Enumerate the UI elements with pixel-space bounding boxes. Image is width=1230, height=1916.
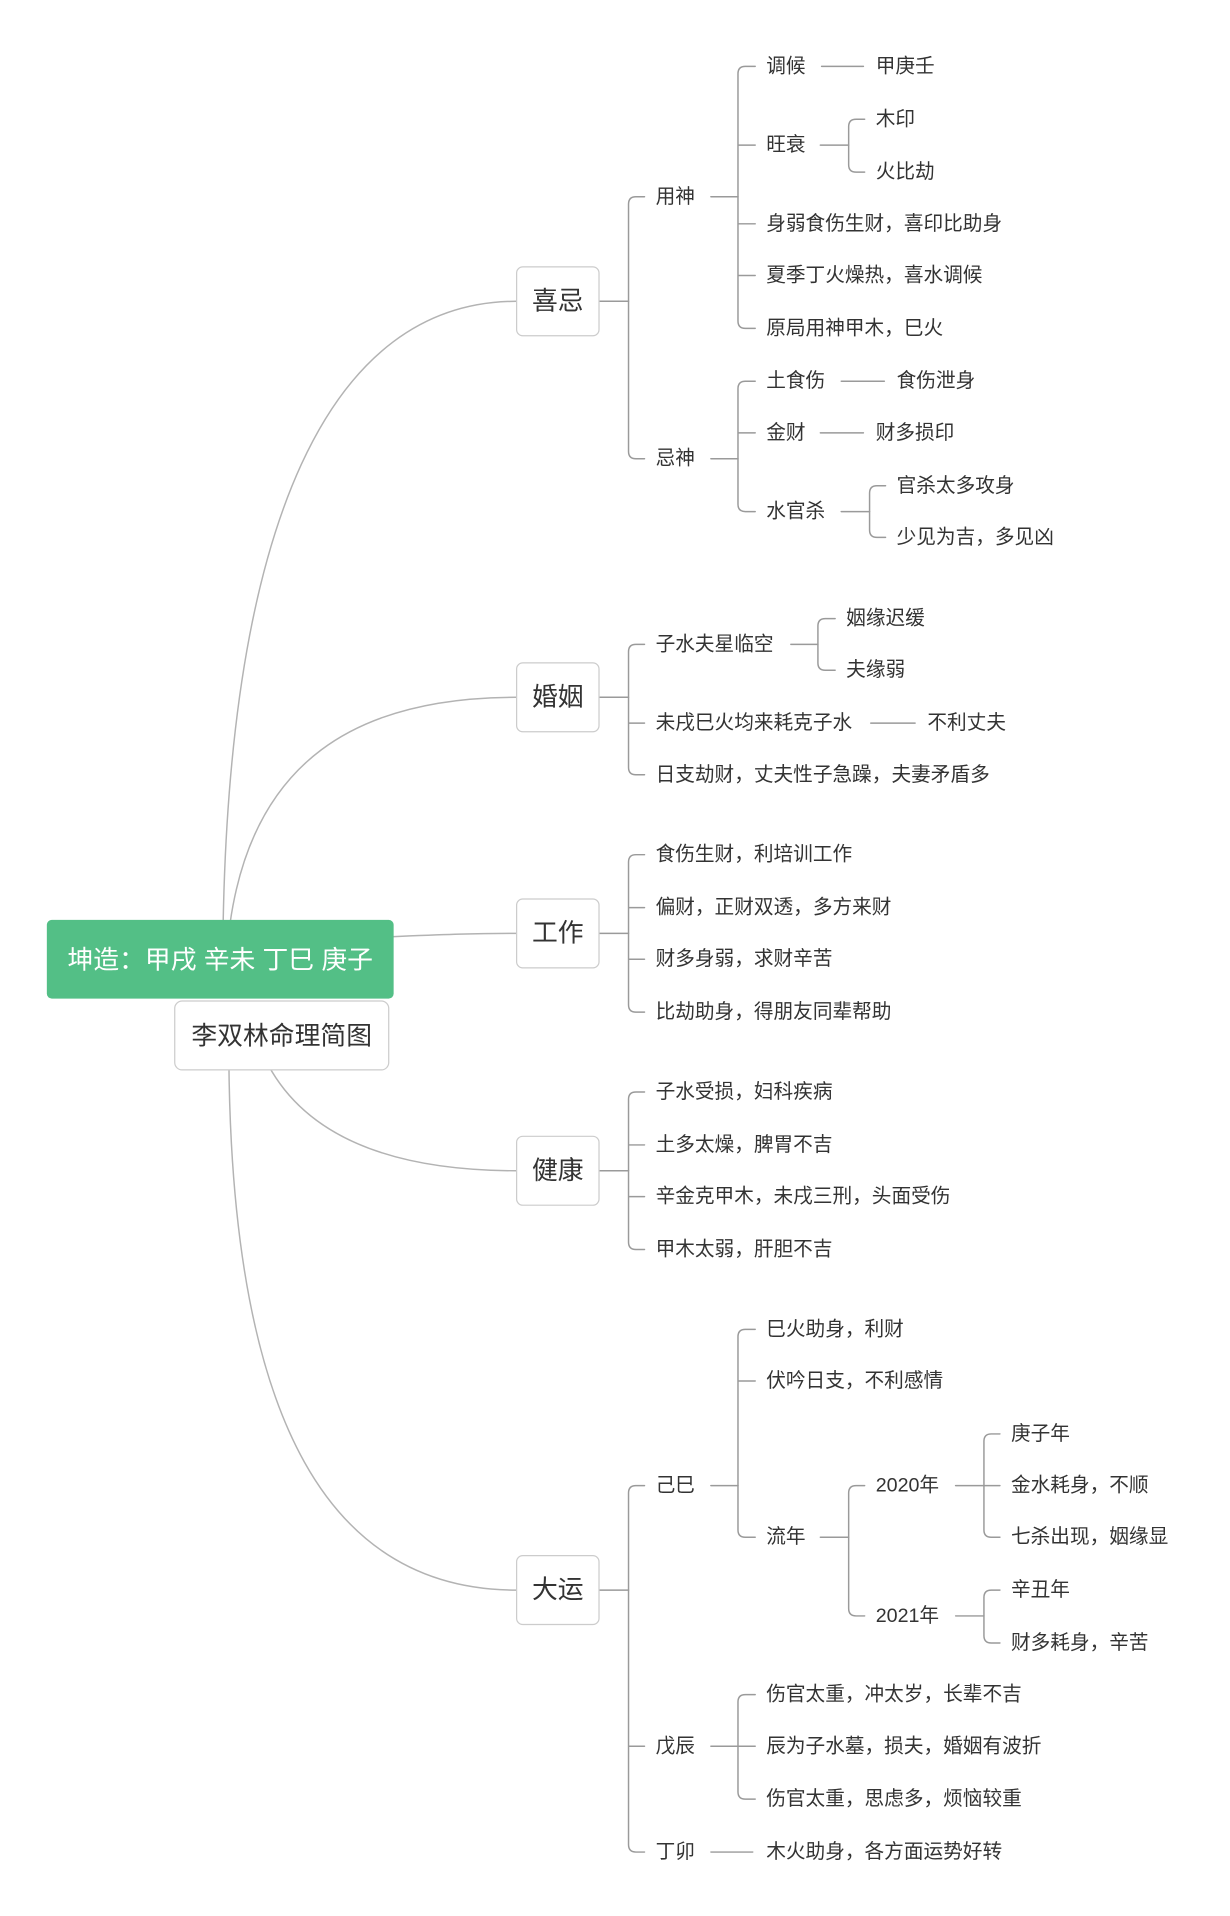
leaf-topic: 七杀出现，姻缘显 xyxy=(1011,1526,1168,1548)
leaf-topic: 木火助身，各方面运势好转 xyxy=(766,1841,1002,1863)
leaf-topic: 官杀太多攻身 xyxy=(897,475,1015,497)
branch-box xyxy=(516,1135,600,1206)
subtree-hunyin: 子水夫星临空 姻缘迟缓 夫缘弱 未戌巳火均来耗克子水 不利丈夫 日支劫财，丈夫性… xyxy=(656,608,1007,786)
leaf-topic: 夫缘弱 xyxy=(846,659,905,681)
leaf-topic: 不利丈夫 xyxy=(927,712,1006,734)
branch-box xyxy=(516,662,600,733)
subtopic-fuxing: 子水夫星临空 xyxy=(656,633,774,655)
bracket-line xyxy=(737,1328,756,1538)
leaf-topic: 甲庚壬 xyxy=(876,55,935,77)
branch-box xyxy=(516,1555,600,1626)
leaf-topic: 身弱食伤生财，喜印比助身 xyxy=(766,213,1002,235)
root-label: 坤造：甲戌 辛未 丁巳 庚子 xyxy=(68,945,373,974)
leaf-topic: 食伤生财，利培训工作 xyxy=(656,844,853,866)
branch-label: 婚姻 xyxy=(532,682,584,711)
leaf-topic: 伤官太重，冲太岁，长辈不吉 xyxy=(766,1684,1022,1706)
subtopic-haoke: 未戌巳火均来耗克子水 xyxy=(656,712,853,734)
leaf-topic: 火比劫 xyxy=(876,161,935,183)
leaf-topic: 原局用神甲木，巳火 xyxy=(766,317,943,339)
leaf-topic: 子水受损，妇科疾病 xyxy=(656,1081,833,1103)
branch-box xyxy=(516,898,600,969)
branch-dayun: 大运 xyxy=(516,1555,600,1626)
subtopic-jishen: 忌神 xyxy=(656,448,695,470)
bracket-line xyxy=(737,1693,756,1800)
subtopic-jincai: 金财 xyxy=(766,422,805,444)
branch-label: 喜忌 xyxy=(532,286,584,315)
subtopic-dingmao: 丁卯 xyxy=(656,1841,695,1863)
bracket-line xyxy=(847,118,866,173)
leaf-topic: 土多太燥，脾胃不吉 xyxy=(656,1134,833,1156)
bracket-line xyxy=(627,1484,646,1853)
subtree-dayun: 己巳 巳火助身，利财 伏吟日支，不利感情 流年 2020年 庚子年 金水耗身，不… xyxy=(656,1318,1169,1863)
leaf-topic: 木印 xyxy=(876,108,915,130)
subtitle-label: 李双林命理简图 xyxy=(191,1022,372,1051)
subtitle-box xyxy=(174,1000,390,1071)
leaf-topic: 比劫助身，得朋友同辈帮助 xyxy=(656,1001,892,1023)
subtopic-jisi: 己巳 xyxy=(656,1475,695,1497)
subtopic-liunian: 流年 xyxy=(766,1526,805,1548)
subtopic-shuiguansha: 水官杀 xyxy=(766,501,825,523)
connector-curve-jiankang xyxy=(267,1064,517,1172)
subtree-gongzuo: 食伤生财，利培训工作 偏财，正财双透，多方来财 财多身弱，求财辛苦 比劫助身，得… xyxy=(656,844,892,1023)
bracket-line xyxy=(983,1589,1001,1644)
leaf-topic: 姻缘迟缓 xyxy=(846,608,925,630)
connector-curve-gongzuo xyxy=(381,932,517,938)
tree-connectors xyxy=(598,65,1001,1853)
branch-xiji: 喜忌 xyxy=(516,266,600,337)
bracket-line xyxy=(627,1091,646,1251)
leaf-topic: 庚子年 xyxy=(1011,1423,1070,1445)
bracket-line xyxy=(983,1433,1001,1538)
branch-gongzuo: 工作 xyxy=(516,898,600,969)
leaf-topic: 辛金克甲木，未戌三刑，头面受伤 xyxy=(656,1186,951,1208)
bracket-line xyxy=(627,643,646,776)
leaf-topic: 财多耗身，辛苦 xyxy=(1011,1632,1149,1654)
subtitle-topic: 李双林命理简图 xyxy=(174,1000,390,1071)
root-box xyxy=(46,919,394,999)
leaf-topic: 甲木太弱，肝胆不吉 xyxy=(656,1238,833,1260)
connector-curve-dayun xyxy=(228,1057,517,1591)
subtopic-tiaohou: 调候 xyxy=(766,55,806,77)
bracket-line xyxy=(868,485,887,539)
leaf-topic: 伤官太重，思虑多，烦恼较重 xyxy=(766,1788,1022,1810)
connector-curve-xiji xyxy=(221,300,517,960)
branch-box xyxy=(516,266,600,337)
subtopic-tushishang: 土食伤 xyxy=(766,370,825,392)
leaf-topic: 少见为吉，多见凶 xyxy=(897,526,1054,548)
branch-jiankang: 健康 xyxy=(516,1135,600,1206)
leaf-topic: 夏季丁火燥热，喜水调候 xyxy=(766,264,983,286)
leaf-topic: 日支劫财，丈夫性子急躁，夫妻矛盾多 xyxy=(656,764,990,786)
subtree-xiji: 用神 调候 甲庚壬 旺衰 木印 火比劫 身弱食伤生财，喜印比助身 夏季丁火燥热，… xyxy=(656,55,1054,548)
root-connectors xyxy=(221,300,517,1591)
subtopic-year-2020: 2020年 xyxy=(876,1475,939,1497)
leaf-topic: 财多身弱，求财辛苦 xyxy=(656,948,833,970)
branch-label: 工作 xyxy=(532,918,584,947)
subtopic-yongshen: 用神 xyxy=(656,186,695,208)
bracket-line xyxy=(627,196,646,460)
branch-label: 大运 xyxy=(532,1575,584,1604)
leaf-topic: 辰为子水墓，损夫，婚姻有波折 xyxy=(766,1735,1041,1757)
branch-hunyin: 婚姻 xyxy=(516,662,600,733)
branch-label: 健康 xyxy=(532,1156,584,1185)
root-topic: 坤造：甲戌 辛未 丁巳 庚子 xyxy=(46,919,394,999)
subtree-jiankang: 子水受损，妇科疾病 土多太燥，脾胃不吉 辛金克甲木，未戌三刑，头面受伤 甲木太弱… xyxy=(656,1081,951,1260)
subtopic-wangshuai: 旺衰 xyxy=(766,134,805,156)
subtopic-wuchen: 戊辰 xyxy=(656,1735,695,1757)
leaf-topic: 偏财，正财双透，多方来财 xyxy=(656,897,892,919)
leaf-topic: 食伤泄身 xyxy=(897,370,976,392)
leaf-topic: 巳火助身，利财 xyxy=(766,1318,904,1340)
bracket-line xyxy=(737,65,756,330)
leaf-topic: 金水耗身，不顺 xyxy=(1011,1475,1149,1497)
bracket-line xyxy=(627,853,646,1013)
bracket-line xyxy=(847,1484,866,1617)
subtopic-year-2021: 2021年 xyxy=(876,1605,939,1627)
connector-curve-hunyin xyxy=(225,696,517,960)
leaf-topic: 辛丑年 xyxy=(1011,1579,1070,1601)
leaf-topic: 伏吟日支，不利感情 xyxy=(766,1370,943,1392)
leaf-topic: 财多损印 xyxy=(876,422,955,444)
bracket-line xyxy=(737,380,756,513)
bracket-line xyxy=(817,617,836,671)
